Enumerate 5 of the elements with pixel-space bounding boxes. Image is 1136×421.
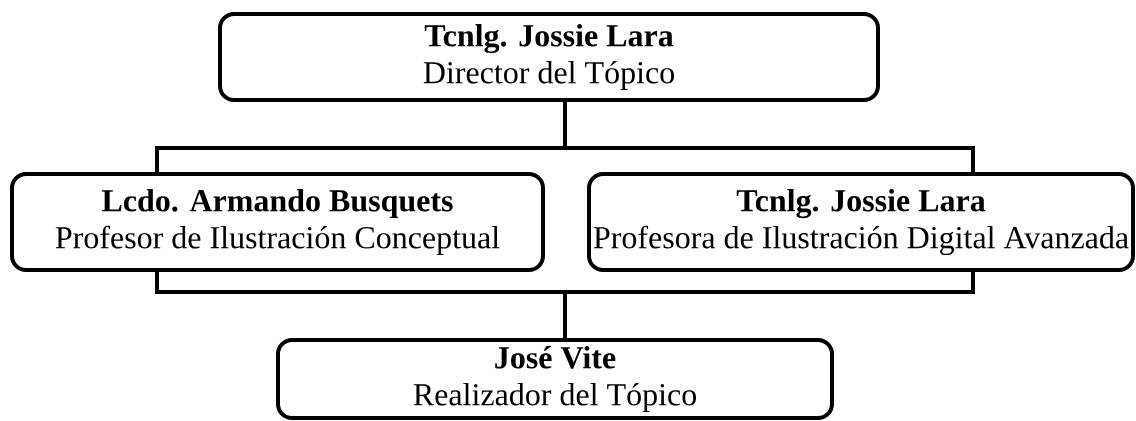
person-box: José Vite Realizador del Tópico [276,338,834,420]
connector-line [563,100,975,174]
person-box: Tcnlg. Jossie Lara Director del Tópico [218,12,880,102]
person-box: Lcdo. Armando Busquets Profesor de Ilustración Conceptual [10,172,545,272]
person-box: Tcnlg. Jossie Lara Profesora de Ilustración Digital Avanzada [587,172,1135,272]
